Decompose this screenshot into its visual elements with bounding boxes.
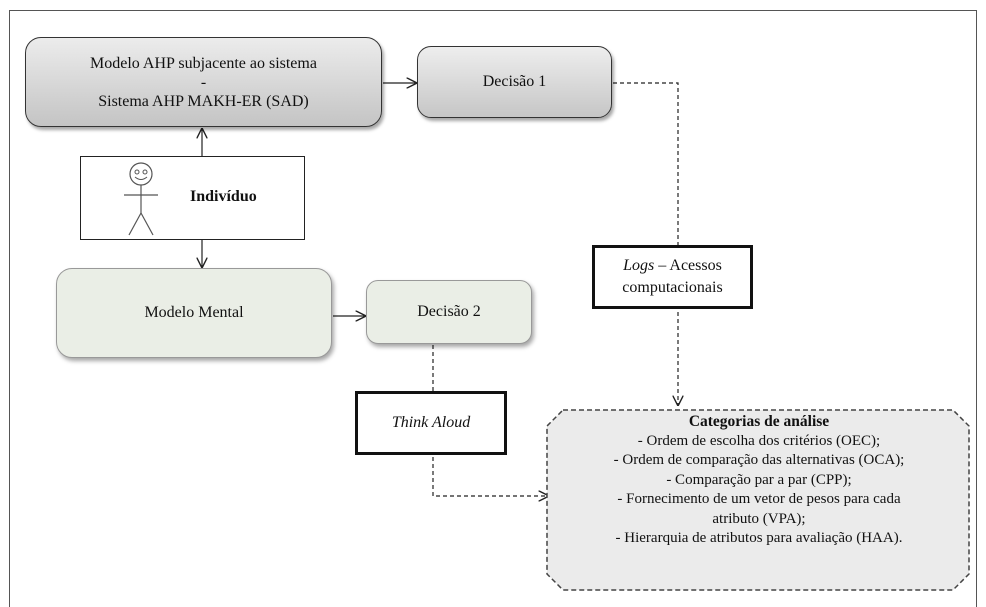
think-aloud-box: Think Aloud [355,391,507,455]
ahp-model-box: Modelo AHP subjacente ao sistema - Siste… [25,37,382,127]
individual-box: Indivíduo [80,156,305,240]
categories-item: - Fornecimento de um vetor de pesos para… [617,491,901,507]
diagram-frame [9,10,977,607]
ahp-model-line1: Modelo AHP subjacente ao sistema [90,54,317,72]
categories-title: Categorias de análise [688,413,830,430]
stick-figure-icon [124,162,158,236]
categories-content: Categorias de análise - Ordem de escolha… [564,412,954,549]
ahp-model-line3: Sistema AHP MAKH-ER (SAD) [98,92,309,110]
categories-item: atributo (VPA); [712,510,806,527]
decision2-box: Decisão 2 [366,280,532,344]
logs-rest: – Acessos [654,257,722,274]
decision1-box: Decisão 1 [417,46,612,118]
dashed-decision1-to-categories [613,82,678,405]
logs-emphasis: Logs [623,257,655,274]
decision2-label: Decisão 2 [417,303,481,320]
categories-item: - Comparação par a par (CPP); [666,471,852,488]
categories-item: - Hierarquia de atributos para avaliação… [615,530,903,546]
logs-line1: Logs – Acessos [623,255,722,277]
decision1-label: Decisão 1 [482,73,547,90]
individual-label: Indivíduo [190,188,257,205]
think-aloud-label: Think Aloud [391,414,471,431]
categories-item: - Ordem de escolha dos critérios (OEC); [637,432,881,449]
categories-box: Categorias de análise - Ordem de escolha… [548,408,968,593]
mental-model-label: Modelo Mental [144,304,244,321]
mental-model-box: Modelo Mental [56,268,332,358]
logs-line2: computacionais [622,279,723,296]
logs-box: Logs – Acessos computacionais [592,245,753,309]
ahp-model-line2: - [200,73,207,91]
categories-item: - Ordem de comparação das alternativas (… [613,452,905,468]
categories-octagon-shape [546,409,970,591]
